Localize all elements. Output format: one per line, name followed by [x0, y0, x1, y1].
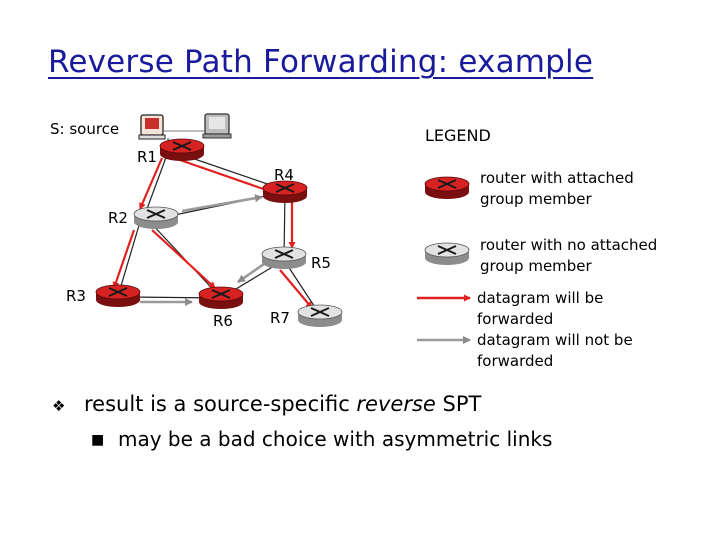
- router-r4-label: R4: [274, 166, 294, 184]
- router-r3-icon: [95, 284, 141, 308]
- forward-arrow-r2-r3: [112, 229, 136, 289]
- legend-not-forwarded-text: datagram will not be forwarded: [477, 331, 633, 370]
- router-r5-icon: [261, 246, 307, 270]
- router-r1-label: R1: [137, 148, 157, 166]
- main-bullet-prefix: result is a source-specific: [84, 392, 357, 416]
- main-bullet-text: result is a source-specific reverse SPT: [84, 392, 481, 416]
- router-r2-label: R2: [108, 209, 128, 227]
- router-r5-label: R5: [311, 254, 331, 272]
- sub-bullet-text: may be a bad choice with asymmetric link…: [118, 427, 553, 451]
- router-r4-icon: [262, 180, 308, 204]
- noforward-arrow-r5-r6: [237, 262, 265, 284]
- router-r7-icon: [297, 304, 343, 328]
- main-bullet-italic: reverse: [356, 392, 436, 416]
- source-host-icon: [138, 114, 166, 140]
- legend-member-router-text: router with attached group member: [480, 169, 634, 208]
- legend-nonmember-router-icon: [424, 242, 470, 266]
- legend-forwarded-text: datagram will be forwarded: [477, 289, 604, 328]
- router-r3-label: R3: [66, 287, 86, 305]
- main-bullet-suffix: SPT: [435, 392, 482, 416]
- legend-title: LEGEND: [425, 126, 491, 145]
- router-r6-label: R6: [213, 312, 233, 330]
- forward-arrow-r2-r6: [151, 229, 216, 289]
- diamond-bullet-icon: ❖: [52, 397, 66, 415]
- router-r6-icon: [198, 286, 244, 310]
- legend-member-router-icon: [424, 176, 470, 200]
- noforward-arrow-r2-r4: [181, 194, 263, 213]
- forward-arrows: [112, 157, 313, 309]
- forward-arrow-r1-r2: [138, 157, 164, 210]
- router-r2-icon: [133, 206, 179, 230]
- router-r7-label: R7: [270, 309, 290, 327]
- host-computer-icon: [202, 113, 232, 139]
- square-bullet-icon: ■: [91, 432, 105, 448]
- forward-arrow-r1-r4: [179, 158, 273, 194]
- legend-nonmember-router-text: router with no attached group member: [480, 236, 658, 275]
- noforward-arrows: [140, 194, 265, 306]
- page-title: Reverse Path Forwarding: example: [48, 44, 594, 80]
- router-r1-icon: [159, 138, 205, 162]
- forward-arrow-r5-r7: [279, 269, 313, 309]
- source-label: S: source: [50, 120, 120, 138]
